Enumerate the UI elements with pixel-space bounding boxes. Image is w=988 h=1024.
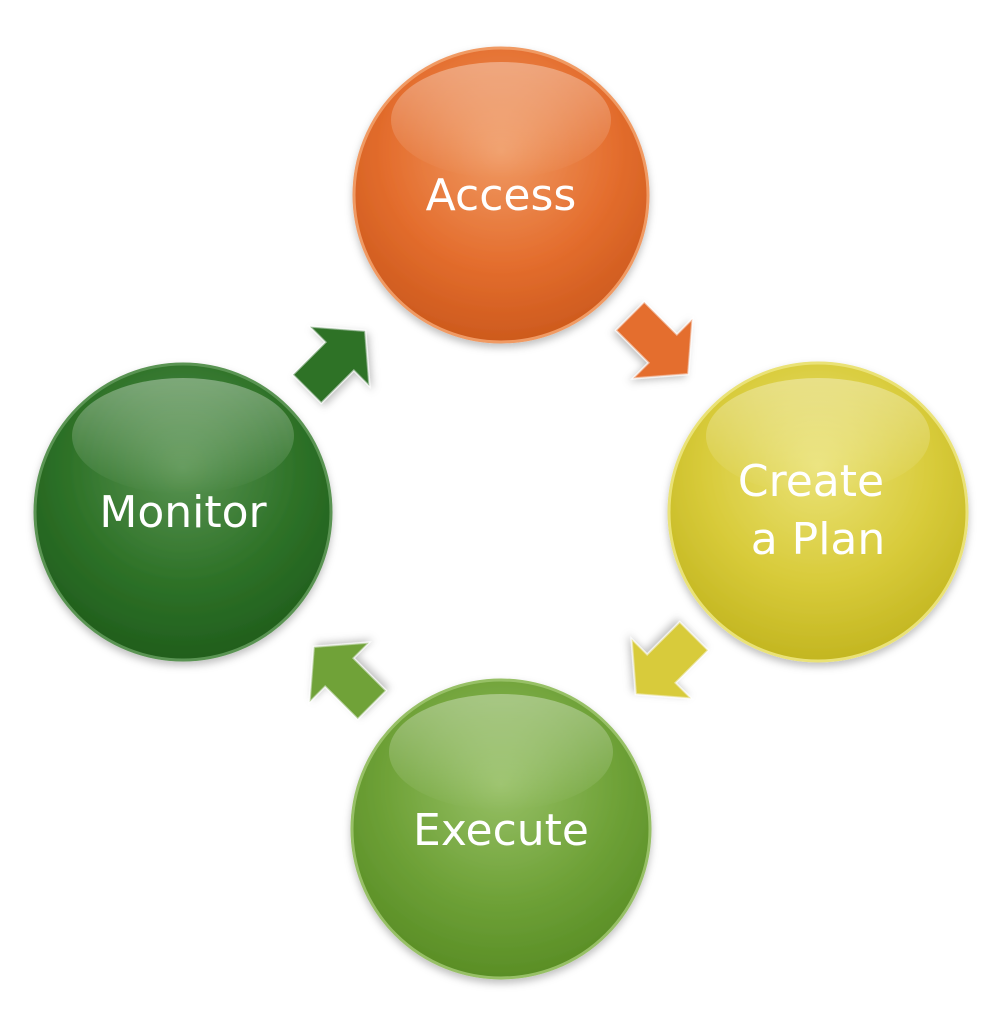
node-execute: Execute	[350, 678, 652, 980]
arrow-access-to-create-a-plan	[614, 300, 694, 380]
node-monitor: Monitor	[33, 362, 333, 662]
svg-text:Execute: Execute	[413, 805, 589, 856]
svg-text:Monitor: Monitor	[99, 487, 267, 538]
svg-text:Create a Plan: Create a Plan	[738, 456, 898, 565]
node-access: Access	[352, 46, 650, 344]
node-monitor-label: Monitor	[99, 487, 267, 538]
node-execute-label: Execute	[413, 805, 589, 856]
arrow-execute-to-monitor	[308, 641, 388, 721]
node-create-a-plan-label-line-1: Create	[738, 456, 884, 507]
node-create-a-plan: Create a Plan	[667, 361, 969, 663]
svg-text:Access: Access	[426, 170, 577, 221]
node-access-label: Access	[426, 170, 577, 221]
arrow-create-a-plan-to-execute	[630, 620, 710, 700]
arrow-monitor-to-access	[291, 325, 371, 405]
node-create-a-plan-label-line-2: a Plan	[751, 514, 886, 565]
